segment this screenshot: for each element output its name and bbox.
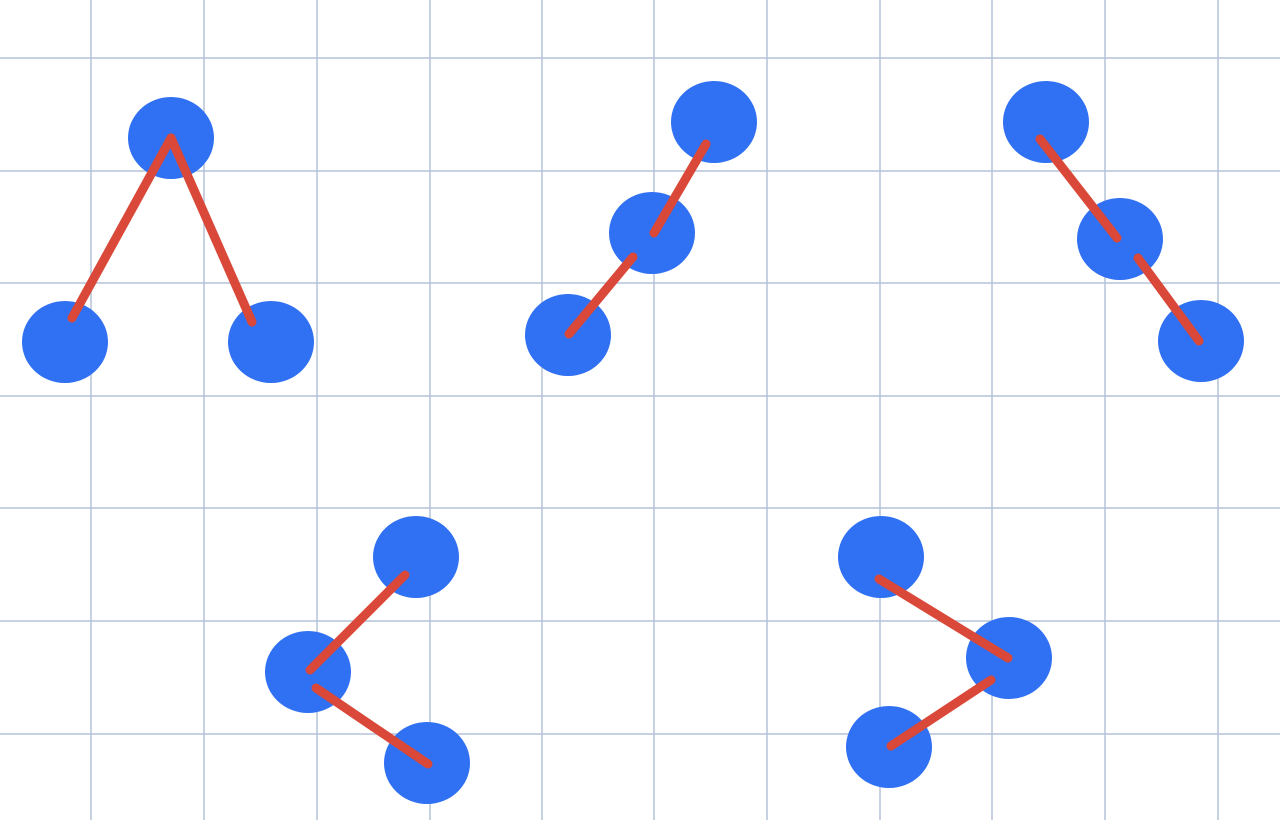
edge xyxy=(874,574,1013,663)
figure-4 xyxy=(265,516,470,804)
figure-2 xyxy=(525,81,757,376)
edge xyxy=(1035,134,1122,243)
edge xyxy=(311,683,433,769)
edge xyxy=(564,252,638,339)
node xyxy=(22,301,108,383)
edge xyxy=(649,139,711,238)
node xyxy=(671,81,757,163)
edge xyxy=(305,570,410,675)
edge xyxy=(886,675,996,751)
edge xyxy=(166,133,257,327)
node xyxy=(838,516,924,598)
node xyxy=(373,516,459,598)
edge xyxy=(67,133,176,323)
figure-3 xyxy=(1003,81,1244,382)
node xyxy=(228,301,314,383)
figure-1 xyxy=(22,97,314,383)
edge xyxy=(1133,253,1204,346)
figure-5 xyxy=(838,516,1052,788)
node xyxy=(1003,81,1089,163)
